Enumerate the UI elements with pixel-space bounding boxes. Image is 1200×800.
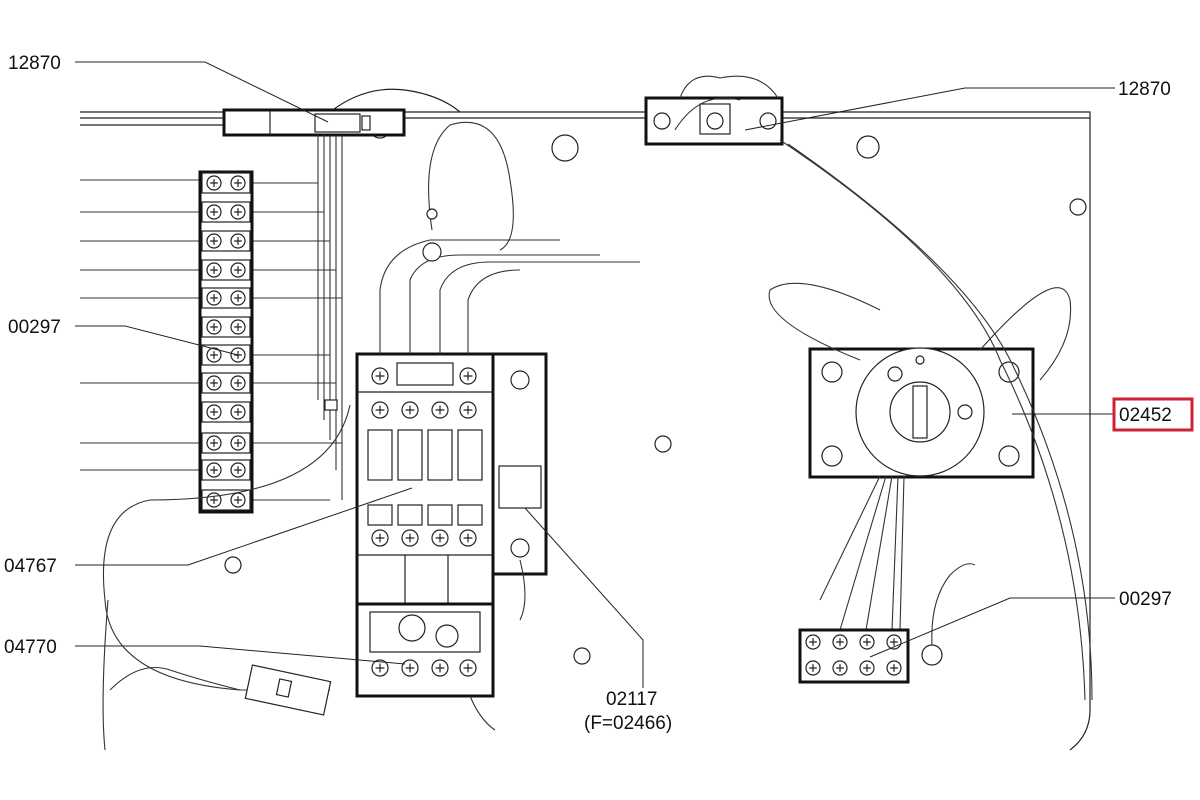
- screw-icon: [371, 529, 389, 547]
- screw-icon: [401, 401, 419, 419]
- rotary-switch-02452: [768, 282, 1072, 631]
- screw-icon: [230, 204, 246, 220]
- screw-icon: [431, 659, 449, 677]
- callout-00297-left: 00297: [8, 317, 61, 338]
- mounting-hole: [654, 435, 672, 453]
- callout-12870-left: 12870: [8, 53, 61, 74]
- contactor-slot: [397, 504, 423, 526]
- screw-icon: [206, 435, 222, 451]
- screw-icon: [230, 290, 246, 306]
- screw-icon: [206, 404, 222, 420]
- screw-icon: [859, 660, 875, 676]
- wire-harness: [102, 121, 1093, 751]
- screw-icon: [459, 529, 477, 547]
- callout-02452: 02452: [1119, 405, 1172, 426]
- screw-icon: [206, 204, 222, 220]
- screw-icon: [805, 660, 821, 676]
- screw-icon: [832, 634, 848, 650]
- screw-icon: [206, 290, 222, 306]
- callout-02117: 02117: [606, 689, 657, 710]
- screw-icon: [230, 175, 246, 191]
- contactor-slot: [367, 429, 393, 481]
- mounting-hole: [551, 134, 579, 162]
- screw-icon: [206, 175, 222, 191]
- contactor-slot: [397, 429, 423, 481]
- contactor-slot: [427, 504, 453, 526]
- callout-f-02466: (F=02466): [584, 713, 672, 734]
- screw-icon: [401, 659, 419, 677]
- contactor-slot: [457, 429, 483, 481]
- screw-icon: [431, 529, 449, 547]
- screw-icon: [832, 660, 848, 676]
- screw-icon: [859, 634, 875, 650]
- connector-12870-left: [222, 108, 406, 500]
- leader-lines: [75, 61, 1115, 688]
- mounting-hole: [1069, 198, 1087, 216]
- screw-icon: [230, 262, 246, 278]
- terminal-block-00297-left: [80, 170, 342, 514]
- screw-icon: [206, 462, 222, 478]
- overload-relay-04770: [355, 602, 495, 698]
- breaker-02117: [491, 352, 548, 576]
- screw-icon: [371, 367, 389, 385]
- screw-icon: [401, 529, 419, 547]
- screw-icon: [459, 367, 477, 385]
- callout-highlight-box: [1112, 397, 1194, 432]
- screw-icon: [230, 404, 246, 420]
- screw-icon: [805, 634, 821, 650]
- screw-icon: [206, 319, 222, 335]
- screw-icon: [886, 660, 902, 676]
- screw-icon: [206, 233, 222, 249]
- screw-icon: [206, 492, 222, 508]
- callout-04770: 04770: [4, 637, 57, 658]
- screw-icon: [206, 375, 222, 391]
- mounting-hole: [573, 647, 591, 665]
- screw-icon: [206, 347, 222, 363]
- screw-icon: [230, 435, 246, 451]
- terminal-block-00297-right: [798, 563, 976, 684]
- screw-icon: [459, 659, 477, 677]
- screw-icon: [371, 401, 389, 419]
- screw-icon: [206, 262, 222, 278]
- callout-12870-right: 12870: [1118, 79, 1171, 100]
- callout-00297-right: 00297: [1119, 589, 1172, 610]
- contactor-slot: [367, 504, 393, 526]
- screw-icon: [230, 492, 246, 508]
- contactor-slot: [457, 504, 483, 526]
- mounting-hole: [856, 135, 880, 159]
- screw-icon: [230, 375, 246, 391]
- screw-icon: [230, 319, 246, 335]
- mounting-hole: [224, 556, 242, 574]
- connector-12870-right: [644, 75, 784, 146]
- screw-icon: [431, 401, 449, 419]
- screw-icon: [230, 233, 246, 249]
- screw-icon: [459, 401, 477, 419]
- contactor-04767: [355, 239, 640, 606]
- screw-icon: [371, 659, 389, 677]
- contactor-slot: [427, 429, 453, 481]
- callout-04767: 04767: [4, 556, 57, 577]
- screw-icon: [230, 462, 246, 478]
